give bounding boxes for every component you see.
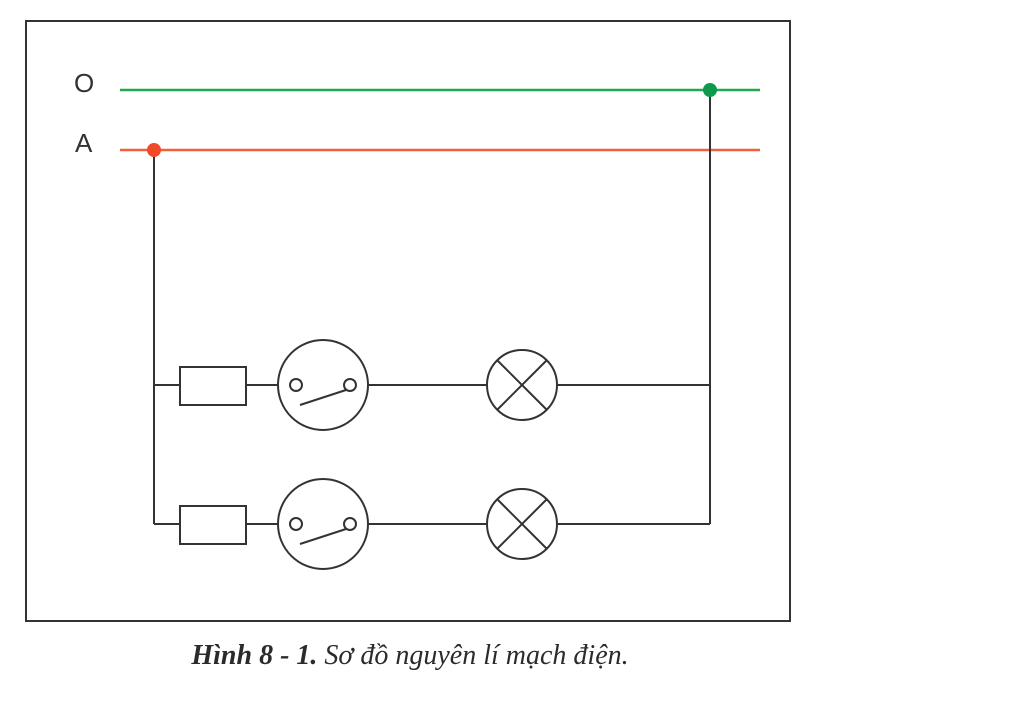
switch-icon — [277, 339, 369, 431]
figure-number: Hình 8 - 1. — [191, 640, 318, 671]
lamp-icon — [486, 349, 558, 421]
neutral-line-label: O — [74, 68, 95, 98]
fuse-icon — [179, 505, 247, 545]
circuit-diagram — [25, 20, 791, 622]
phase-line-label: A — [75, 128, 93, 158]
caption-text: Sơ đồ nguyên lí mạch điện. — [317, 640, 629, 671]
branch-2 — [154, 478, 710, 570]
phase-junction-dot — [147, 143, 161, 157]
lamp-icon — [486, 488, 558, 560]
neutral-junction-dot — [703, 83, 717, 97]
branch-1 — [154, 339, 710, 431]
figure-caption: Hình 8 - 1. Sơ đồ nguyên lí mạch điện. — [0, 640, 820, 672]
fuse-icon — [179, 366, 247, 406]
diagram-frame — [25, 20, 791, 622]
switch-icon — [277, 478, 369, 570]
